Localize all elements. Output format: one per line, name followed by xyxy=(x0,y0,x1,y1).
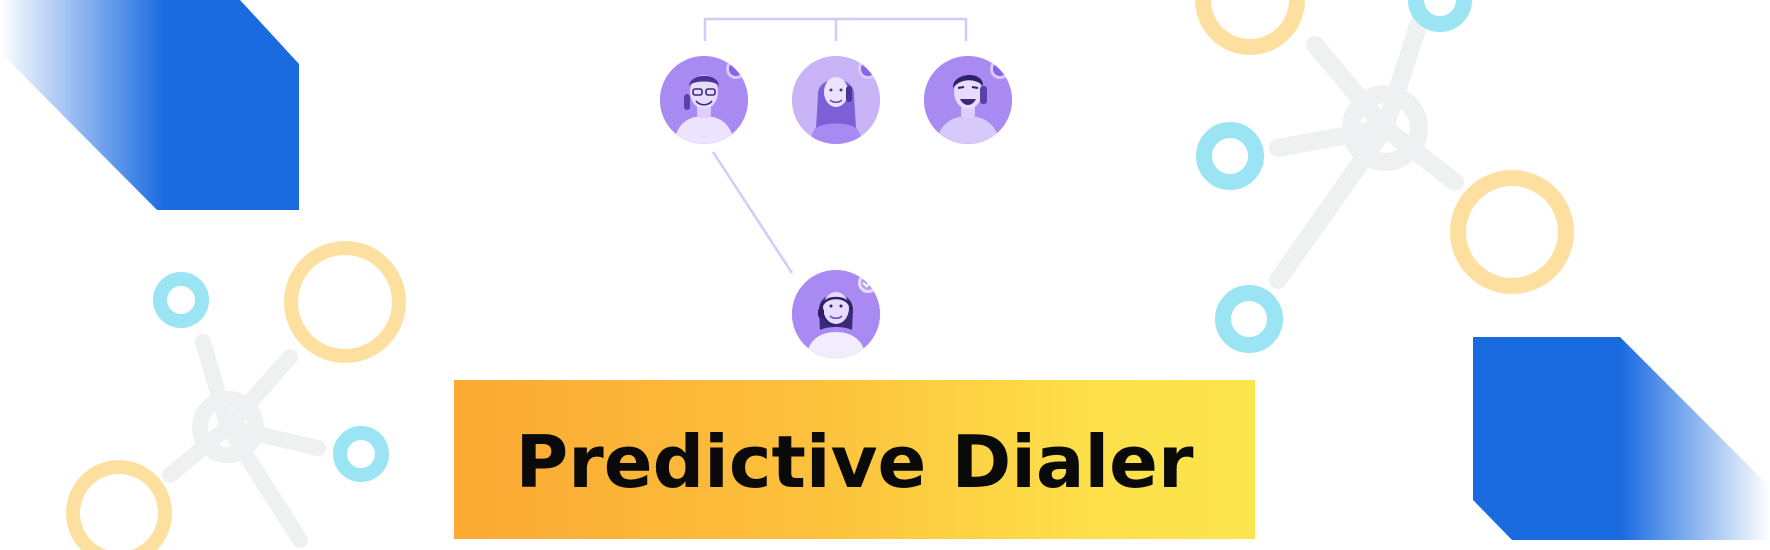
agent-woman-headset-avatar xyxy=(792,270,880,358)
online-dot-icon xyxy=(726,59,746,79)
network-cluster-left xyxy=(66,241,406,550)
page-title: Predictive Dialer xyxy=(515,419,1194,504)
agent-man-laughing-avatar xyxy=(924,56,1012,144)
checkmark-badge-icon xyxy=(858,273,878,293)
avatar-connectors xyxy=(703,17,968,274)
blue-corner-shape-bottom-right xyxy=(1473,337,1770,540)
agent-woman-phone-avatar xyxy=(792,56,880,144)
title-banner: Predictive Dialer xyxy=(454,380,1255,539)
blue-corner-shape-top-left xyxy=(0,0,299,210)
network-cluster-right xyxy=(1195,0,1574,353)
agent-man-glasses-avatar xyxy=(660,56,748,144)
online-dot-icon xyxy=(990,59,1010,79)
online-dot-icon xyxy=(858,59,878,79)
